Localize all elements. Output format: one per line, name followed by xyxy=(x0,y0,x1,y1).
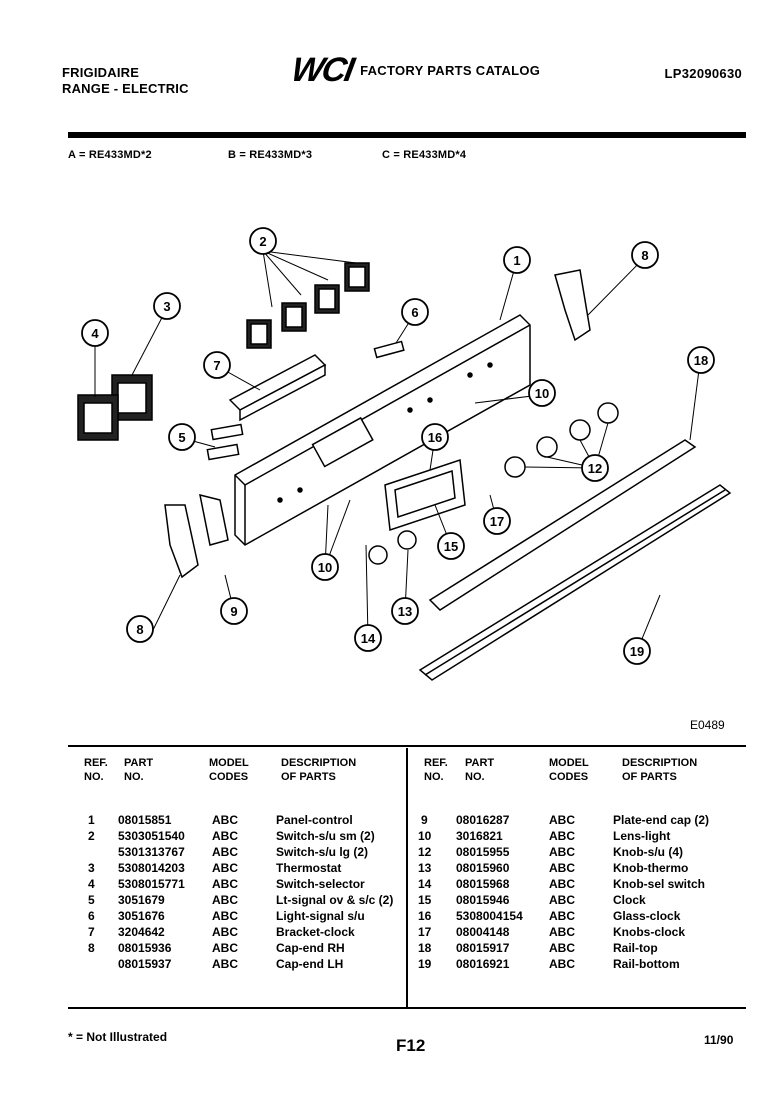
page-number: F12 xyxy=(396,1036,426,1055)
callout-17: 17 xyxy=(490,514,504,529)
switch-lg-shape xyxy=(246,319,272,349)
callout-4: 4 xyxy=(91,326,99,341)
callout-bubbles xyxy=(81,227,715,665)
callout-10-a: 10 xyxy=(535,386,549,401)
callout-10-b: 10 xyxy=(318,560,332,575)
cap-end-rh-shape xyxy=(554,269,591,342)
callout-3: 3 xyxy=(163,299,170,314)
figure-code: E0489 xyxy=(690,718,725,732)
catalog-title: WCI FACTORY PARTS CATALOG xyxy=(288,51,541,89)
wci-logo: WCI xyxy=(288,51,356,89)
header-model-right: MODEL CODES xyxy=(549,757,589,783)
callout-6: 6 xyxy=(411,305,418,320)
knob-thermo-shape xyxy=(397,530,417,550)
callout-13: 13 xyxy=(398,604,412,619)
header-ref-right: REF. NO. xyxy=(424,757,448,783)
table-top-rule xyxy=(68,745,746,747)
model-c: C = RE433MD*4 xyxy=(382,149,467,161)
callout-19: 19 xyxy=(630,644,644,659)
header-part-right: PART NO. xyxy=(465,757,495,783)
catalog-name: FACTORY PARTS CATALOG xyxy=(360,63,541,78)
callout-8-lh: 8 xyxy=(136,622,143,637)
callout-8-rh: 8 xyxy=(641,248,648,263)
callout-2: 2 xyxy=(259,234,266,249)
callout-14: 14 xyxy=(361,631,376,646)
header-desc-left: DESCRIPTION OF PARTS xyxy=(281,757,357,783)
plate-end-cap-shape xyxy=(199,493,229,546)
callout-16: 16 xyxy=(428,430,442,445)
callout-15: 15 xyxy=(444,539,458,554)
signal-light-shape xyxy=(206,443,240,461)
table-divider xyxy=(406,748,408,1007)
callout-7: 7 xyxy=(213,358,220,373)
control-panel-shape xyxy=(234,314,531,546)
rail-top-shape xyxy=(428,439,697,611)
header-desc-right: DESCRIPTION OF PARTS xyxy=(622,757,698,783)
footnote: * = Not Illustrated xyxy=(68,1030,168,1044)
callout-12: 12 xyxy=(588,461,602,476)
knob-selector-shape xyxy=(368,545,388,565)
switch-lg-shape xyxy=(281,302,307,332)
publish-date: 11/90 xyxy=(704,1033,734,1047)
knob-su-shape xyxy=(597,402,619,424)
model-b: B = RE433MD*3 xyxy=(228,149,313,161)
header-part-left: PART NO. xyxy=(124,757,154,783)
table-bottom-rule xyxy=(68,1007,746,1009)
catalog-code: LP32090630 xyxy=(664,66,742,81)
product-type: RANGE - ELECTRIC xyxy=(62,81,189,96)
header-ref-left: REF. NO. xyxy=(84,757,108,783)
cap-end-lh-shape xyxy=(164,504,199,579)
brand-block: FRIGIDAIRE RANGE - ELECTRIC xyxy=(62,65,189,97)
callout-1: 1 xyxy=(513,253,520,268)
header-rule xyxy=(68,132,746,138)
switch-sm-shape xyxy=(314,284,340,314)
model-a: A = RE433MD*2 xyxy=(68,149,152,161)
exploded-parts-diagram: 2 1 3 4 5 6 7 8 8 9 10 10 12 13 14 15 16… xyxy=(77,227,732,681)
switch-sm-shape xyxy=(344,262,370,292)
brand-name: FRIGIDAIRE xyxy=(62,65,140,80)
callout-9: 9 xyxy=(230,604,237,619)
callout-18: 18 xyxy=(694,353,708,368)
header-model-left: MODEL CODES xyxy=(209,757,249,783)
callout-5: 5 xyxy=(178,430,185,445)
signal-light-su-shape xyxy=(373,340,405,359)
